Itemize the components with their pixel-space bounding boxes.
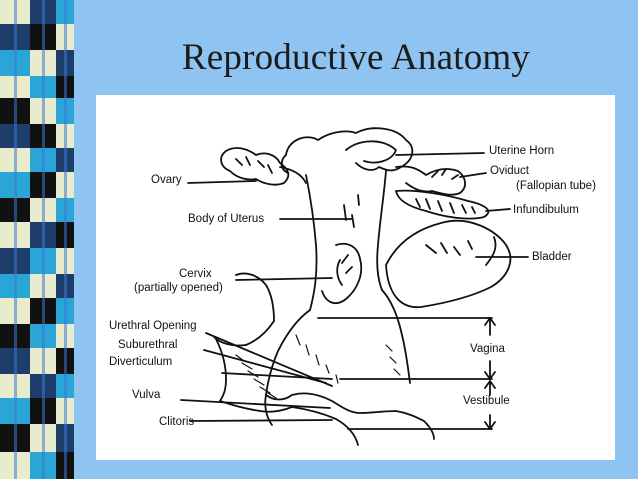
label-vulva: Vulva <box>132 389 161 401</box>
bladder-shape <box>385 219 512 308</box>
label-suburethral: Suburethral <box>118 339 178 351</box>
cervix-shape <box>321 242 363 305</box>
ovary-shape <box>220 147 290 186</box>
label-vestibule: Vestibule <box>463 395 510 407</box>
label-infundibulum: Infundibulum <box>513 204 579 216</box>
oviduct-shape <box>395 165 466 196</box>
slide-title: Reproductive Anatomy <box>181 37 531 78</box>
decorative-side-strip <box>0 0 74 479</box>
infundibulum-shape <box>395 189 490 220</box>
label-ovary: Ovary <box>151 174 182 186</box>
uterus-body <box>305 174 318 311</box>
label-partially-opened: (partially opened) <box>134 282 223 294</box>
label-urethral-opening: Urethral Opening <box>109 320 197 332</box>
uterine-horn-shape <box>285 127 414 172</box>
vagina-wall <box>265 309 435 440</box>
label-vagina: Vagina <box>470 343 505 355</box>
label-uterine-horn: Uterine Horn <box>489 145 555 157</box>
anatomy-drawing <box>180 127 529 446</box>
label-cervix: Cervix <box>179 268 212 280</box>
label-diverticulum: Diverticulum <box>109 356 173 368</box>
anatomy-diagram: Uterine Horn Oviduct (Fallopian tube) Ov… <box>96 95 615 460</box>
label-fallopian-tube: (Fallopian tube) <box>516 180 596 192</box>
label-clitoris: Clitoris <box>159 416 195 428</box>
label-oviduct: Oviduct <box>490 165 529 177</box>
label-bladder: Bladder <box>532 251 572 263</box>
label-body-of-uterus: Body of Uterus <box>188 213 265 225</box>
